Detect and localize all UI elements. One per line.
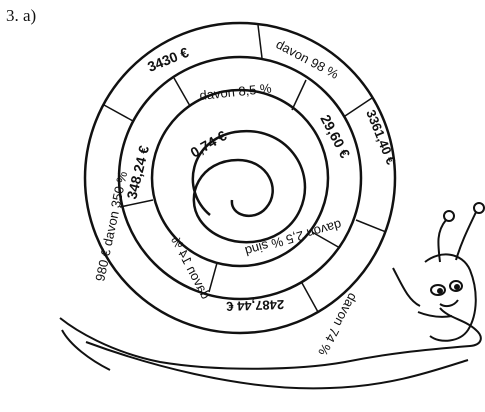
middle-bottom-box-amount: 2487,44 € — [226, 297, 284, 314]
